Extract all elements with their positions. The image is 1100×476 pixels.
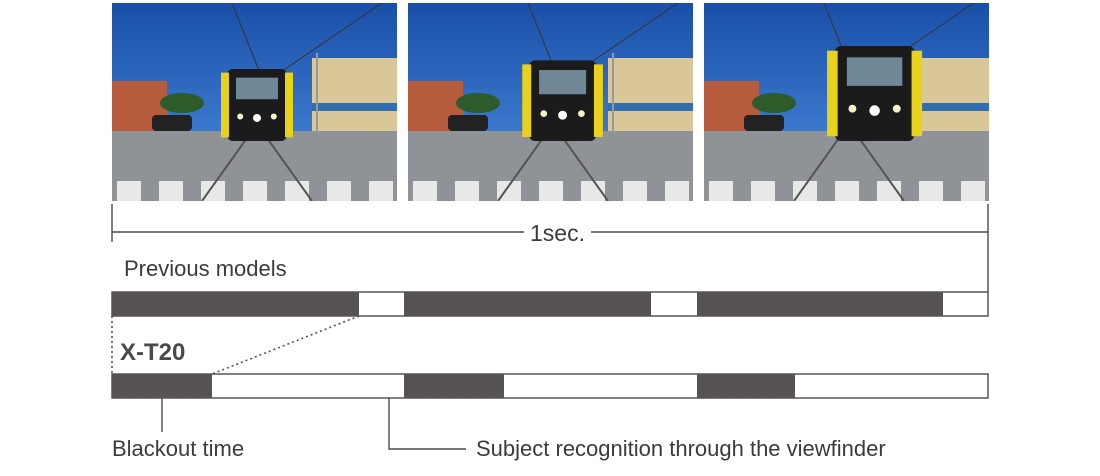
duration-label: 1sec. [524, 222, 591, 245]
frame-1 [112, 3, 397, 201]
xt20-bar-outline [111, 373, 989, 399]
previous-models-label: Previous models [124, 256, 287, 281]
blackout-time-label: Blackout time [112, 436, 245, 461]
callout-lines [161, 398, 466, 450]
xt20-blackout-1 [112, 374, 212, 398]
comparison-dotted-lines [111, 315, 360, 375]
xt20-blackout-3 [697, 374, 795, 398]
xt20-timeline [111, 373, 989, 399]
prev-blackout-1 [112, 292, 359, 316]
xt20-blackout-2 [404, 374, 504, 398]
previous-models-timeline [111, 242, 989, 317]
model-label: X-T20 [120, 339, 186, 366]
subject-recognition-label: Subject recognition through the viewfind… [476, 436, 886, 461]
prev-blackout-2 [404, 292, 651, 316]
frame-3 [704, 3, 989, 201]
frame-2 [408, 3, 693, 201]
prev-blackout-3 [697, 292, 943, 316]
